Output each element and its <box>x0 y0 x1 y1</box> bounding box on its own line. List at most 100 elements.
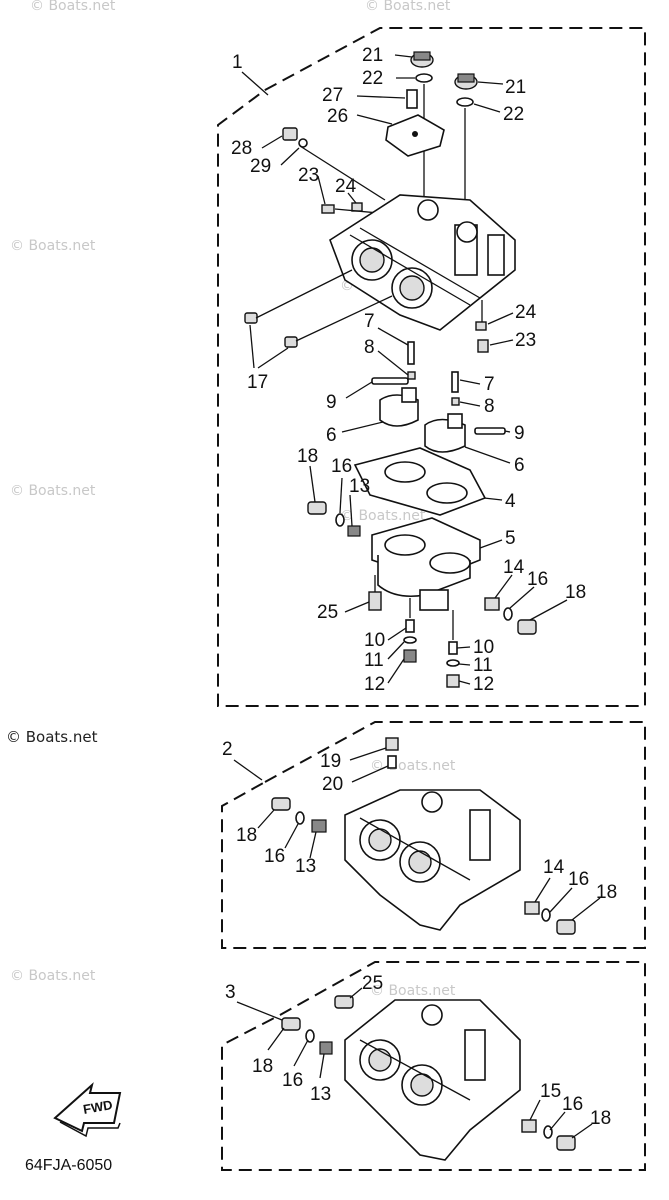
o-ring-22a <box>415 73 433 83</box>
callout-21: 21 <box>505 77 526 98</box>
callout-22: 22 <box>503 104 524 125</box>
callout-11: 11 <box>364 650 384 671</box>
panel-3: 3 25 18 1 <box>221 961 646 1171</box>
float-bowl-5 <box>371 517 481 611</box>
callout-10: 10 <box>364 630 385 651</box>
callout-18: 18 <box>596 882 617 903</box>
fwd-label: FWD <box>82 1097 114 1117</box>
watermark-text: © Boats.net <box>370 983 456 999</box>
callout-16: 16 <box>331 456 352 477</box>
gasket-16a <box>335 513 345 527</box>
callout-16: 16 <box>562 1094 583 1115</box>
watermark-text: © Boats.net <box>10 968 96 984</box>
callout-4: 4 <box>505 491 516 512</box>
callout-29: 29 <box>250 156 271 177</box>
plug-12a <box>403 649 417 663</box>
callout-21: 21 <box>362 45 383 66</box>
jet-13 <box>319 1041 333 1055</box>
washer-24b <box>475 321 487 331</box>
watermark-text: © Boats.net <box>340 508 426 524</box>
callout-18: 18 <box>252 1056 273 1077</box>
watermark-text: © Boats.net <box>6 728 98 746</box>
gasket-16b <box>503 607 513 621</box>
callout-8: 8 <box>364 337 375 358</box>
callout-25: 25 <box>317 602 338 623</box>
callout-16: 16 <box>527 569 548 590</box>
plug-18b <box>556 1135 576 1151</box>
gasket-16b <box>541 908 551 922</box>
callout-20: 20 <box>322 774 343 795</box>
callout-22: 22 <box>362 68 383 89</box>
panel-1: 1 <box>217 27 646 707</box>
callout-12: 12 <box>364 674 385 695</box>
callout-leaders <box>261 54 568 685</box>
gasket-16a <box>305 1029 315 1043</box>
callout-8: 8 <box>484 396 495 417</box>
washer-24a <box>351 202 363 212</box>
needle-7b <box>451 371 459 393</box>
gasket-4 <box>353 447 487 516</box>
callout-28: 28 <box>231 138 252 159</box>
callout-7: 7 <box>364 311 375 332</box>
assembly-number-3: 3 <box>225 982 236 1003</box>
gasket-16b <box>543 1125 553 1139</box>
plug-18a <box>307 501 327 515</box>
callout-9: 9 <box>326 392 337 413</box>
screw-23b <box>477 339 489 353</box>
callout-23: 23 <box>515 330 536 351</box>
watermark-text: © Boats.net <box>30 0 116 14</box>
cap-screw-21b <box>454 73 478 107</box>
screw-17b <box>284 336 298 348</box>
clip-8b <box>451 397 460 406</box>
watermark-text: © Boats.net <box>370 758 456 774</box>
callout-23: 23 <box>298 165 319 186</box>
plug-18b <box>556 919 576 935</box>
jet-10b <box>448 641 458 655</box>
jet-14 <box>484 597 500 611</box>
panel-1-frame <box>217 27 646 707</box>
callout-7: 7 <box>484 374 495 395</box>
callout-16: 16 <box>264 846 285 867</box>
callout-18: 18 <box>297 446 318 467</box>
callout-14: 14 <box>503 557 525 578</box>
leader-line <box>241 71 269 96</box>
plug-18a <box>271 797 291 811</box>
screw-23a <box>321 204 335 214</box>
callout-numbers: 21 22 21 22 27 26 28 29 23 24 24 23 17 7… <box>231 45 586 695</box>
washer-11b <box>446 659 460 667</box>
jet-13 <box>311 819 327 833</box>
carburetor-body-3 <box>344 999 521 1161</box>
panel-2: 2 19 <box>221 721 646 949</box>
panel-2-frame <box>221 721 646 949</box>
callout-15: 15 <box>540 1081 561 1102</box>
callout-12: 12 <box>473 674 494 695</box>
pin-9a <box>371 377 409 385</box>
callout-25: 25 <box>362 973 383 994</box>
needle-7a <box>407 341 415 365</box>
callout-27: 27 <box>322 85 343 106</box>
cap-screw-21a <box>410 51 434 83</box>
callout-24: 24 <box>515 302 537 323</box>
plug-12b <box>446 674 460 688</box>
callout-13: 13 <box>310 1084 331 1105</box>
jet-14 <box>524 901 540 915</box>
screw-28 <box>282 127 308 148</box>
screw-19 <box>385 737 399 751</box>
washer-29 <box>298 138 308 148</box>
nipple-27 <box>406 89 418 109</box>
callout-19: 19 <box>320 751 341 772</box>
o-ring-22b <box>456 97 474 107</box>
callout-13: 13 <box>349 476 370 497</box>
carburetor-body-upper <box>329 194 516 331</box>
washer-11a <box>403 636 417 644</box>
fwd-arrow-icon: FWD <box>53 1082 122 1138</box>
nipple-20 <box>387 755 397 769</box>
callout-14: 14 <box>543 857 565 878</box>
callout-6: 6 <box>326 425 337 446</box>
carburetor-body-2 <box>344 789 521 931</box>
callout-16: 16 <box>568 869 589 890</box>
watermark-text: © Boats.net <box>365 0 451 14</box>
plug-18b <box>517 619 537 635</box>
callout-leaders <box>267 987 593 1139</box>
screw-25 <box>334 995 354 1009</box>
